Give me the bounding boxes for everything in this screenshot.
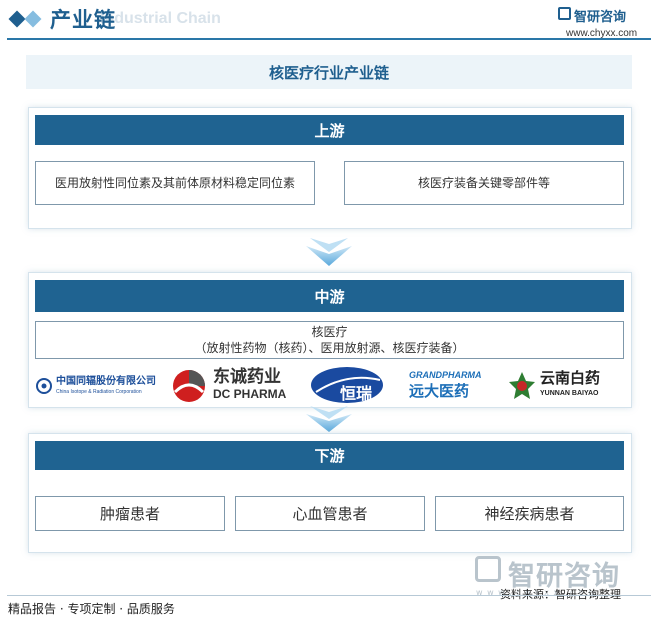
midstream-box: 核医疗 （放射性药物（核药）、医用放射源、核医疗装备） xyxy=(35,321,624,359)
midstream-bar: 中游 xyxy=(35,280,624,312)
circ-logo-icon xyxy=(36,378,52,394)
hengrui-logo-icon xyxy=(311,367,383,403)
footer-slogan: 精品报告 · 专项定制 · 品质服务 xyxy=(8,602,175,616)
footer-watermark: 智研咨询 xyxy=(508,561,620,592)
source-note: 资料来源：智研咨询整理 xyxy=(500,588,621,601)
header-diamond-icon xyxy=(7,8,47,30)
down-arrow-icon xyxy=(306,238,352,266)
company-subname: DC PHARMA xyxy=(213,387,287,401)
yunnan-baiyao-logo-icon xyxy=(509,372,535,399)
header-watermark: Industrial Chain xyxy=(100,10,221,27)
company-logo-grandpharma: GRANDPHARMA 远大医药 xyxy=(409,366,499,404)
downstream-bar: 下游 xyxy=(35,441,624,470)
diagram-title: 核医疗行业产业链 xyxy=(26,55,632,89)
page-title: 产业链 xyxy=(50,8,116,32)
downstream-item: 神经疾病患者 xyxy=(435,496,624,531)
upstream-item: 医用放射性同位素及其前体原材料稳定同位素 xyxy=(35,161,315,205)
company-name: 东诚药业 xyxy=(213,367,281,387)
company-name: 远大医药 xyxy=(409,381,470,400)
company-logo-circ: 中国同辐股份有限公司 China Isotope & Radiation Cor… xyxy=(35,372,165,402)
brand-logo-icon xyxy=(558,7,571,20)
company-logo-dcpharma: 东诚药业 DC PHARMA xyxy=(171,366,301,406)
footer-divider xyxy=(7,595,651,596)
company-logo-hengrui: 恒瑞 xyxy=(310,366,384,404)
down-arrow-icon xyxy=(306,406,352,432)
footer-watermark-url: w w w . c h y x x . c o m xyxy=(476,588,597,597)
upstream-bar: 上游 xyxy=(35,115,624,145)
company-subname: China Isotope & Radiation Corporation xyxy=(56,389,142,395)
brand-name: 智研咨询 xyxy=(574,10,627,25)
downstream-item: 心血管患者 xyxy=(235,496,425,531)
company-subname: GRANDPHARMA xyxy=(409,369,482,380)
header-divider xyxy=(7,38,651,40)
midstream-box-line2: （放射性药物（核药）、医用放射源、核医疗装备） xyxy=(194,341,465,355)
company-name: 恒瑞 xyxy=(340,384,373,403)
company-logo-yunnanbaiyao: 云南白药 YUNNAN BAIYAO xyxy=(508,368,618,404)
upstream-item: 核医疗装备关键零部件等 xyxy=(344,161,624,205)
company-name: 云南白药 xyxy=(540,369,601,387)
brand-url: www.chyxx.com xyxy=(566,28,638,39)
downstream-item: 肿瘤患者 xyxy=(35,496,225,531)
dc-pharma-logo-icon xyxy=(173,370,205,402)
midstream-box-line1: 核医疗 xyxy=(311,325,348,339)
company-subname: YUNNAN BAIYAO xyxy=(540,390,599,397)
company-name: 中国同辐股份有限公司 xyxy=(56,376,156,387)
footer-watermark-icon xyxy=(475,556,501,582)
